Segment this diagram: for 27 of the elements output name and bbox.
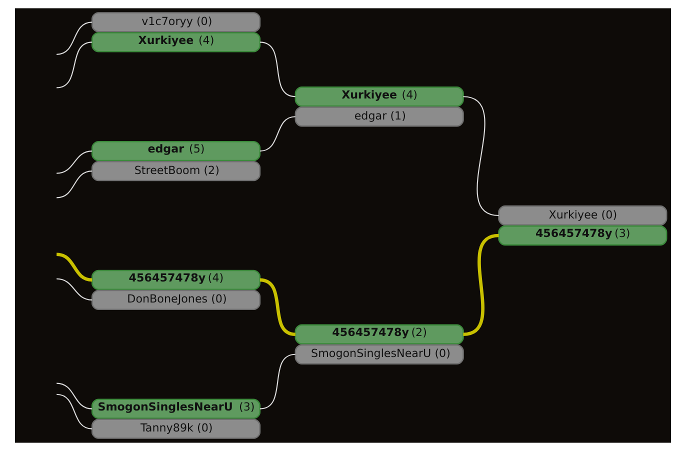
connector (56, 170, 92, 198)
connector (259, 354, 296, 410)
node-box: Xurkiyee (4) (294, 86, 464, 107)
node-box: edgar (5) (90, 140, 260, 162)
connector (56, 252, 92, 282)
connector (462, 96, 498, 216)
connector (56, 22, 92, 55)
connector (56, 278, 92, 300)
node-box: v1c7oryy (0) (90, 12, 260, 32)
connector (56, 394, 92, 430)
node-box: Xurkiyee (0) (498, 205, 667, 226)
node-box: 456457478y (2) (294, 324, 464, 344)
node-box: SmogonSinglesNearU (3) (90, 398, 260, 419)
connector (56, 150, 92, 174)
connector (462, 234, 499, 336)
connector (259, 116, 296, 152)
connector (56, 42, 92, 88)
node-box: Tanny89k (0) (90, 418, 260, 439)
node-box: 456457478y (4) (90, 270, 260, 290)
node-box: 456457478y (3) (498, 225, 667, 246)
connector (56, 382, 92, 410)
node-box: Xurkiyee (4) (90, 32, 260, 52)
node-box: DonBoneJones (0) (90, 290, 260, 310)
node-box: StreetBoom (2) (90, 160, 260, 182)
node-box: edgar (1) (294, 106, 464, 127)
node-box: SmogonSinglesNearU (0) (294, 344, 464, 364)
connector (259, 42, 296, 98)
